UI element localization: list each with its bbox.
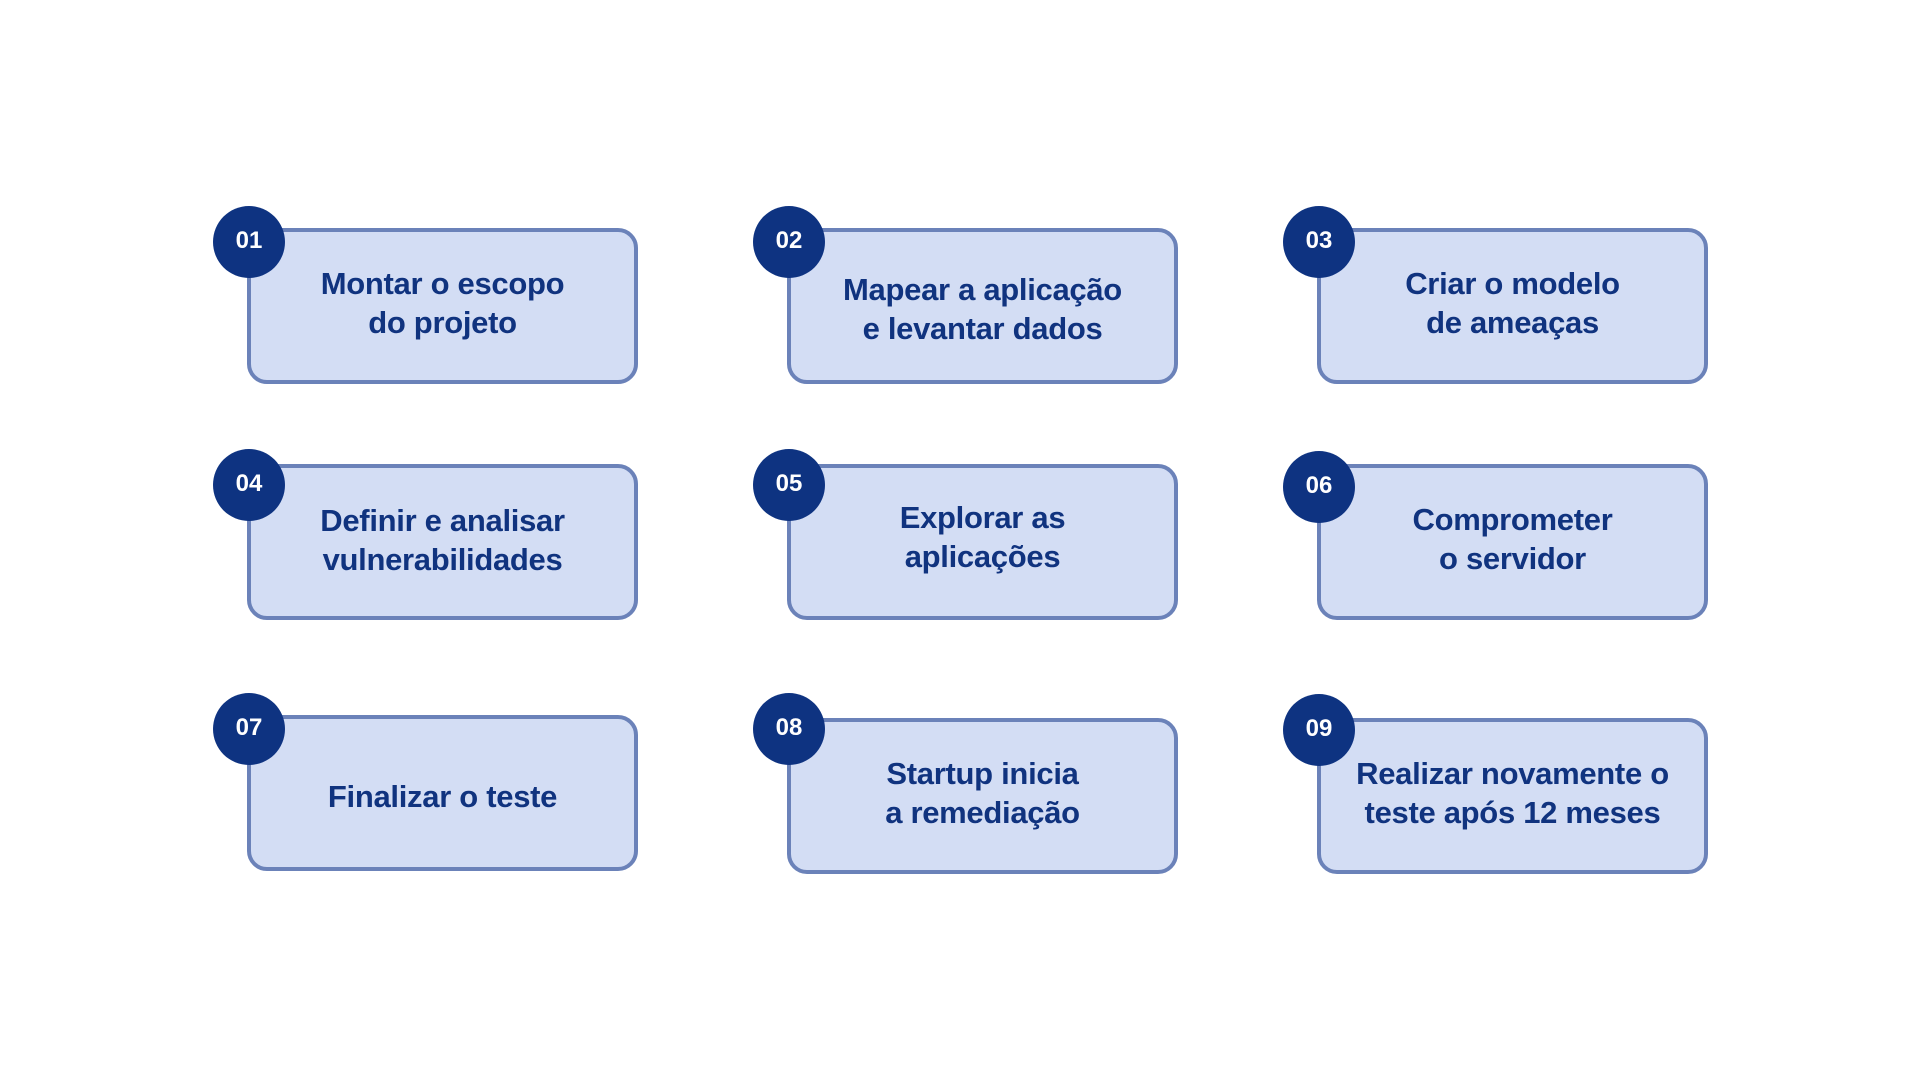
step-box: Realizar novamente o teste após 12 meses	[1317, 718, 1708, 874]
step-box: Explorar as aplicações	[787, 464, 1178, 620]
step-box: Mapear a aplicação e levantar dados	[787, 228, 1178, 384]
step-01: Montar o escopo do projeto 01	[213, 206, 638, 384]
step-label: Explorar as aplicações	[899, 500, 1066, 574]
step-box: Definir e analisar vulnerabilidades	[247, 464, 638, 620]
step-box: Comprometer o servidor	[1317, 464, 1708, 620]
step-number-badge: 02	[753, 206, 825, 278]
step-04: Definir e analisar vulnerabilidades 04	[213, 449, 638, 620]
step-box: Montar o escopo do projeto	[247, 228, 638, 384]
step-number-badge: 03	[1283, 206, 1355, 278]
step-label: Criar o modelo de ameaças	[1405, 266, 1620, 340]
step-label: Definir e analisar vulnerabilidades	[320, 503, 565, 577]
step-label: Mapear a aplicação e levantar dados	[843, 272, 1122, 346]
step-label: Startup inicia a remediação	[885, 756, 1080, 830]
step-label: Comprometer o servidor	[1412, 502, 1613, 576]
step-03: Criar o modelo de ameaças 03	[1283, 206, 1708, 384]
step-box: Finalizar o teste	[247, 715, 638, 871]
step-number-badge: 05	[753, 449, 825, 521]
step-07: Finalizar o teste 07	[213, 693, 638, 871]
step-label: Finalizar o teste	[327, 778, 558, 814]
step-08: Startup inicia a remediação 08	[753, 693, 1178, 874]
step-number-badge: 01	[213, 206, 285, 278]
step-02: Mapear a aplicação e levantar dados 02	[753, 206, 1178, 384]
step-number-badge: 06	[1283, 451, 1355, 523]
step-06: Comprometer o servidor 06	[1283, 451, 1708, 620]
step-label: Realizar novamente o teste após 12 meses	[1356, 756, 1669, 830]
step-label: Montar o escopo do projeto	[320, 266, 565, 340]
step-05: Explorar as aplicações 05	[753, 449, 1178, 620]
step-number-badge: 07	[213, 693, 285, 765]
step-09: Realizar novamente o teste após 12 meses…	[1283, 694, 1708, 874]
step-box: Startup inicia a remediação	[787, 718, 1178, 874]
step-number-badge: 08	[753, 693, 825, 765]
step-number-badge: 09	[1283, 694, 1355, 766]
step-box: Criar o modelo de ameaças	[1317, 228, 1708, 384]
step-number-badge: 04	[213, 449, 285, 521]
